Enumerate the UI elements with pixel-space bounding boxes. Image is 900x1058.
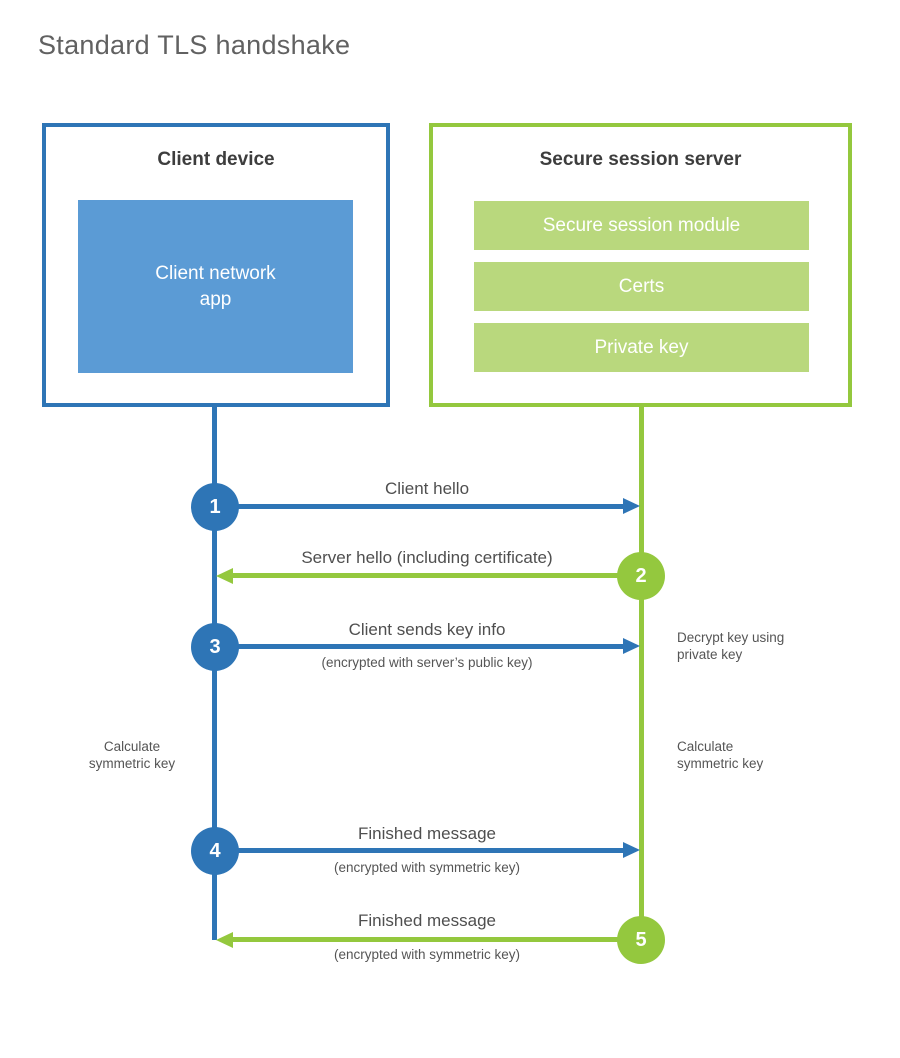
calculate-symmetric-key-note-server: Calculate symmetric key — [677, 739, 764, 771]
step-3-sublabel: (encrypted with server’s public key) — [321, 655, 533, 670]
step-4-label: Finished message — [358, 824, 496, 843]
step-4-arrow-line — [215, 848, 623, 853]
step-1-arrow-line — [215, 504, 623, 509]
step-2-badge: 2 — [617, 552, 665, 600]
client-device-heading: Client device — [157, 149, 275, 170]
certs-bar: Certs — [474, 262, 809, 311]
step-3-arrowhead — [623, 638, 640, 654]
client-device-box: Client device Client network app — [42, 123, 390, 407]
secure-session-server-box: Secure session server Secure session mod… — [429, 123, 852, 407]
step-2-number: 2 — [635, 564, 647, 587]
decrypt-key-note: Decrypt key using private key — [677, 630, 785, 662]
client-network-app-box: Client network app — [78, 200, 353, 373]
step-4-sublabel: (encrypted with symmetric key) — [333, 860, 521, 875]
step-3-badge: 3 — [191, 623, 239, 671]
step-5-arrow-line — [233, 937, 641, 942]
step-3-arrow-line — [215, 644, 623, 649]
private-key-bar: Private key — [474, 323, 809, 372]
step-5-label: Finished message — [358, 911, 496, 930]
step-2-arrowhead — [216, 568, 233, 584]
server-lifeline — [639, 407, 644, 940]
step-3-label: Client sends key info — [348, 620, 506, 639]
step-2-arrow-line — [233, 573, 641, 578]
step-4-badge: 4 — [191, 827, 239, 875]
step-4-arrowhead — [623, 842, 640, 858]
client-network-app-label: Client network app — [155, 262, 276, 310]
step-5-arrowhead — [216, 932, 233, 948]
server-heading: Secure session server — [539, 149, 742, 170]
step-1-badge: 1 — [191, 483, 239, 531]
calculate-symmetric-key-note-client: Calculate symmetric key — [88, 739, 176, 771]
step-5-number: 5 — [635, 928, 647, 951]
client-lifeline — [212, 407, 217, 940]
step-1-label: Client hello — [384, 479, 470, 498]
step-3-number: 3 — [209, 635, 221, 658]
secure-session-module-bar: Secure session module — [474, 201, 809, 250]
page-title: Standard TLS handshake — [38, 30, 351, 60]
step-5-badge: 5 — [617, 916, 665, 964]
step-5-sublabel: (encrypted with symmetric key) — [333, 947, 521, 962]
step-2-label: Server hello (including certificate) — [301, 548, 553, 567]
step-1-number: 1 — [209, 495, 221, 518]
step-4-number: 4 — [209, 839, 221, 862]
step-1-arrowhead — [623, 498, 640, 514]
